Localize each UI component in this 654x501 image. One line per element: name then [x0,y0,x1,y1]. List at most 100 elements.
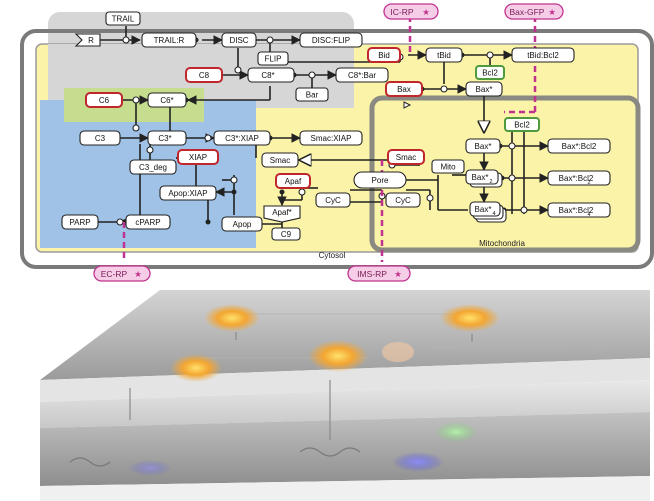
blue-cell-icon [392,452,444,472]
species-nodes: TRAIL R TRAIL:R DISC DISC:FLIP FLIP [61,11,611,241]
node-tbid: tBid [425,47,463,63]
node-parp-label: PARP [69,218,90,227]
node-bax2-subscript: 2 [489,179,492,185]
node-bcl2-mito-label: Bcl2 [514,121,530,130]
node-disc-flip-label: DISC:FLIP [312,36,350,45]
node-pore-label: Pore [372,176,389,185]
node-c6-star-label: C6* [160,96,173,105]
node-mito-label: Mito [440,163,456,172]
node-c6-label: C6 [99,96,110,105]
node-smac-xiap-label: Smac:XIAP [311,134,352,143]
node-bax-star-mito: Bax* [465,138,501,154]
node-bax2-bcl2-label: Bax*:Bcl2 [559,174,594,183]
node-disc-label: DISC [229,36,248,45]
node-flip-label: FLIP [265,55,282,64]
node-apaf-label: Apaf [285,177,302,186]
node-tbid-bcl2: tBid:Bcl2 [511,47,575,63]
node-bax4-bcl2: Bax*:Bcl2 4 [547,202,611,218]
node-c8-star-label: C8* [261,71,274,80]
node-cyc-mito-label: CyC [395,196,411,205]
node-c3-deg: C3_deg [129,159,177,175]
node-c8: C8 [185,67,223,83]
node-bax2-label: Bax* [472,173,489,182]
node-c8-label: C8 [199,71,210,80]
top-plane-front [40,358,650,402]
node-bcl2-top-label: Bcl2 [482,69,498,78]
node-cparp: cPARP [125,214,171,230]
node-trail-r: TRAIL:R [141,32,197,48]
ic-rp-label: IC-RP [390,7,413,17]
node-bax4-bcl2-label: Bax*:Bcl2 [559,206,594,215]
cell-glow-icon [170,354,222,382]
node-xiap-label: XIAP [189,153,207,162]
node-trail-label: TRAIL [112,15,135,24]
node-bax-star-top: Bax* [465,81,503,97]
node-c6: C6 [85,92,123,108]
node-c3-xiap: C3*:XIAP [213,130,271,146]
bottom-plane-front [40,476,650,501]
node-bax2-bcl2: Bax*:Bcl2 2 [547,170,611,186]
node-bax2: Bax* 2 [465,169,503,188]
node-bid: Bid [367,47,401,63]
node-bax4-label: Bax* [475,205,492,214]
node-c8-bar-label: C8*:Bar [348,71,376,80]
node-disc: DISC [221,32,257,48]
node-bax-bcl2-label: Bax*:Bcl2 [562,142,597,151]
green-cell-icon [434,422,478,442]
node-smac-cyto: Smac [261,152,299,168]
ec-rp-label: EC-RP [101,269,128,279]
node-c3-label: C3 [95,134,106,143]
node-receptor-label: R [88,36,94,45]
reporter-dashed-lines [122,16,537,262]
node-c3-star: C3* [147,130,187,146]
node-bid-label: Bid [378,51,390,60]
node-disc-flip: DISC:FLIP [299,32,363,48]
node-receptor: R [74,33,101,47]
node-cparp-label: cPARP [135,218,160,227]
node-apaf: Apaf [275,173,311,189]
node-c6-star: C6* [147,92,187,108]
node-tbid-bcl2-label: tBid:Bcl2 [527,51,559,60]
node-c9-label: C9 [281,230,292,239]
node-bax-bcl2: Bax*:Bcl2 [547,138,611,154]
node-c9: C9 [271,227,301,241]
cell-glow-icon [204,304,260,332]
node-apop-xiap-label: Apop:XIAP [168,189,207,198]
node-bcl2-top: Bcl2 [475,65,505,80]
drop-lines [129,332,473,440]
node-c8-bar: C8*:Bar [335,67,389,83]
ims-rp-reporter: IMS-RP ★ [347,265,411,282]
node-smac-cyto-label: Smac [270,156,290,165]
node-cyc-cyto: CyC [315,192,351,208]
node-c8-star: C8* [247,67,295,83]
node-trail: TRAIL [105,11,141,26]
node-bcl2-mito: Bcl2 [504,117,540,132]
node-bax4-subscript: 4 [492,211,495,217]
bax-gfp-reporter: Bax-GFP ★ [504,3,564,20]
node-bax2-bcl2-subscript: 2 [587,180,590,186]
node-bax4-bcl2-subscript: 4 [587,212,590,218]
ims-rp-star-icon: ★ [394,269,402,279]
node-apop: Apop [221,216,263,232]
cell-glow-icon [308,340,368,372]
node-c3-deg-label: C3_deg [139,163,167,172]
node-cyc-mito: CyC [385,192,421,208]
cell-glow-icon [382,342,414,362]
ec-rp-star-icon: ★ [134,269,142,279]
ic-rp-reporter: IC-RP ★ [383,3,439,20]
node-flip: FLIP [257,51,289,66]
ec-rp-reporter: EC-RP ★ [93,265,151,282]
node-bax-label: Bax [397,85,411,94]
node-apaf-star: Apaf* [263,205,301,223]
ic-rp-star-icon: ★ [422,7,430,17]
node-bar: Bar [295,87,329,102]
membrane-arrowhead-icon [403,101,412,109]
node-cyc-cyto-label: CyC [325,196,341,205]
mitochondria-label: Mitochondria [479,239,525,248]
cytosol-label: Cytosol [319,251,346,260]
node-smac-xiap: Smac:XIAP [299,130,363,146]
node-parp: PARP [61,214,99,230]
node-pore: Pore [353,171,407,189]
ims-rp-label: IMS-RP [357,269,387,279]
